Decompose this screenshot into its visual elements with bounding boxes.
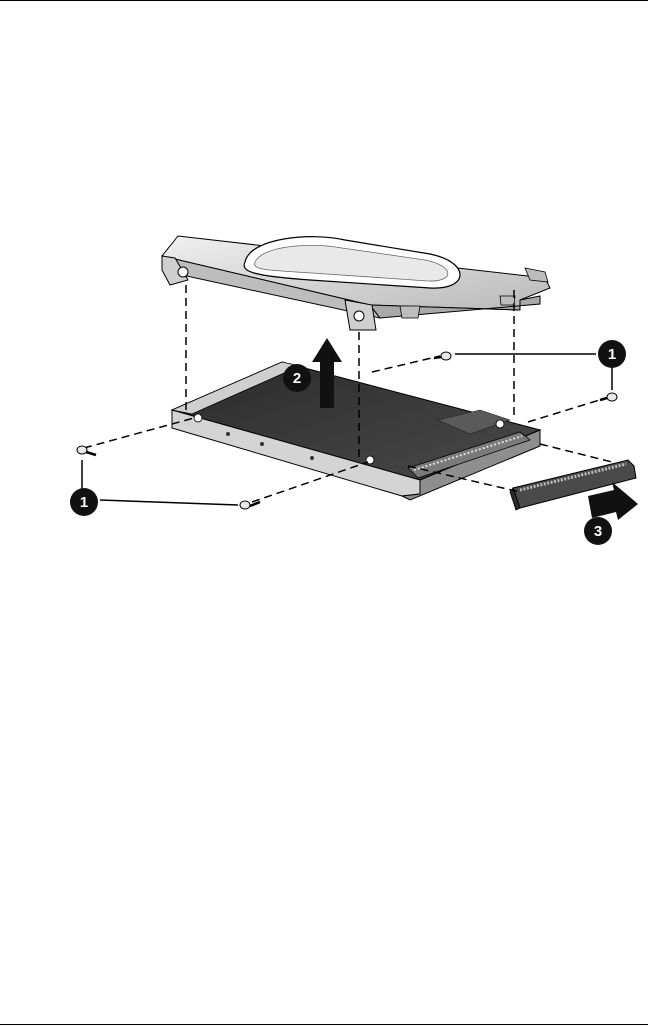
hard-drive bbox=[172, 362, 540, 500]
svg-text:1: 1 bbox=[608, 346, 616, 363]
callout-screws-right: 1 bbox=[598, 340, 626, 368]
footer-rule bbox=[0, 1024, 648, 1025]
drive-bracket bbox=[162, 236, 550, 330]
screw-icon bbox=[434, 352, 451, 360]
callout-pull-connector: 3 bbox=[584, 517, 612, 545]
callout-screws-left: 1 bbox=[70, 488, 98, 516]
screw-icon bbox=[240, 501, 260, 509]
svg-text:3: 3 bbox=[594, 523, 602, 540]
callout-lift-bracket: 2 bbox=[283, 364, 311, 392]
screw-icon bbox=[600, 393, 617, 401]
svg-text:2: 2 bbox=[293, 370, 301, 387]
svg-text:1: 1 bbox=[80, 494, 88, 511]
